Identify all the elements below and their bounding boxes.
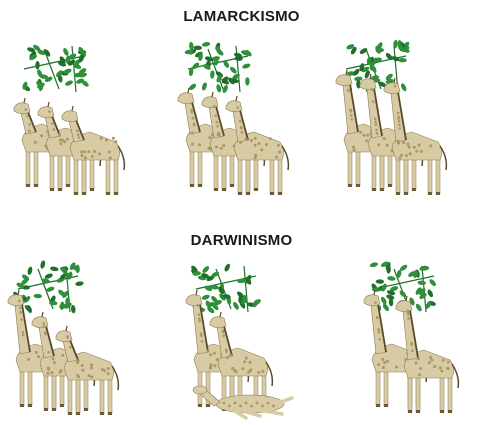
lamarckismo-scene-2 [178,41,288,195]
lamarckismo-scene-1 [14,44,124,195]
lamarckismo-scene-3 [336,39,446,195]
tree-leaves-icon [21,44,89,93]
darwinismo-scene-1 [8,260,118,415]
darwinismo-scene-3 [364,260,458,413]
darwinismo-scene-2 [186,263,292,418]
tree-leaves-icon [184,41,253,93]
tree-leaves-icon [346,39,411,93]
